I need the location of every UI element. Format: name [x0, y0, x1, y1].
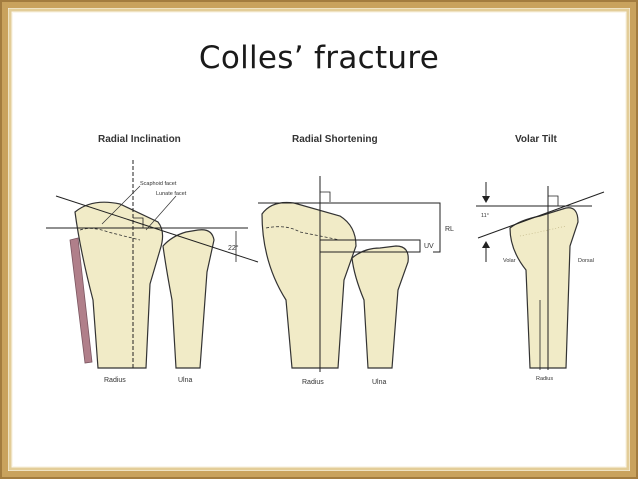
uv-bracket — [414, 239, 421, 253]
lower-arrowhead — [482, 241, 490, 248]
muscle-strip — [69, 237, 93, 364]
bone-texture — [519, 225, 567, 237]
radial-inclination-panel: Radial Inclination Scaphoid facet Lunate… — [46, 134, 259, 384]
articular-surface-dashed — [265, 226, 341, 241]
radial-shortening-panel: Radial Shortening RL UV Radius Ulna — [258, 134, 454, 386]
lunate-facet-label: Lunate facet — [156, 191, 187, 197]
inclination-line — [55, 195, 259, 263]
rl-label: RL — [445, 226, 454, 233]
volar-label: Volar — [503, 258, 516, 264]
ulna-bone — [162, 229, 215, 369]
upper-arrowhead — [482, 196, 490, 203]
radius-label: Radius — [302, 379, 324, 386]
right-angle-marker — [548, 195, 559, 206]
radial-inclination-title: Radial Inclination — [98, 134, 181, 145]
volar-tilt-title: Volar Tilt — [515, 134, 558, 145]
radius-bone — [261, 201, 357, 369]
articular-surface-dashed — [79, 228, 141, 241]
volar-tilt-panel: Volar Tilt 11° Volar Dorsal Radius — [476, 134, 605, 382]
radial-shortening-title: Radial Shortening — [292, 134, 378, 145]
tilt-angle-label: 11° — [481, 213, 489, 219]
rl-bracket — [433, 202, 441, 253]
inclination-angle-label: 22° — [228, 244, 239, 252]
scaphoid-facet-pointer — [101, 185, 141, 225]
radius-label: Radius — [104, 377, 126, 384]
radius-label: Radius — [536, 376, 553, 382]
dorsal-label: Dorsal — [578, 258, 594, 264]
slide-title: Colles’ fracture — [198, 40, 440, 76]
radius-bone — [74, 201, 164, 369]
lunate-facet-pointer — [145, 195, 177, 231]
ulna-bone — [351, 245, 409, 369]
scaphoid-facet-label: Scaphoid facet — [140, 181, 177, 187]
right-angle-marker — [320, 191, 331, 202]
ulna-label: Ulna — [178, 377, 193, 384]
articular-tilt-line — [477, 191, 605, 239]
ulna-label: Ulna — [372, 379, 387, 386]
radius-bone-lateral — [509, 207, 579, 369]
uv-label: UV — [424, 243, 434, 250]
